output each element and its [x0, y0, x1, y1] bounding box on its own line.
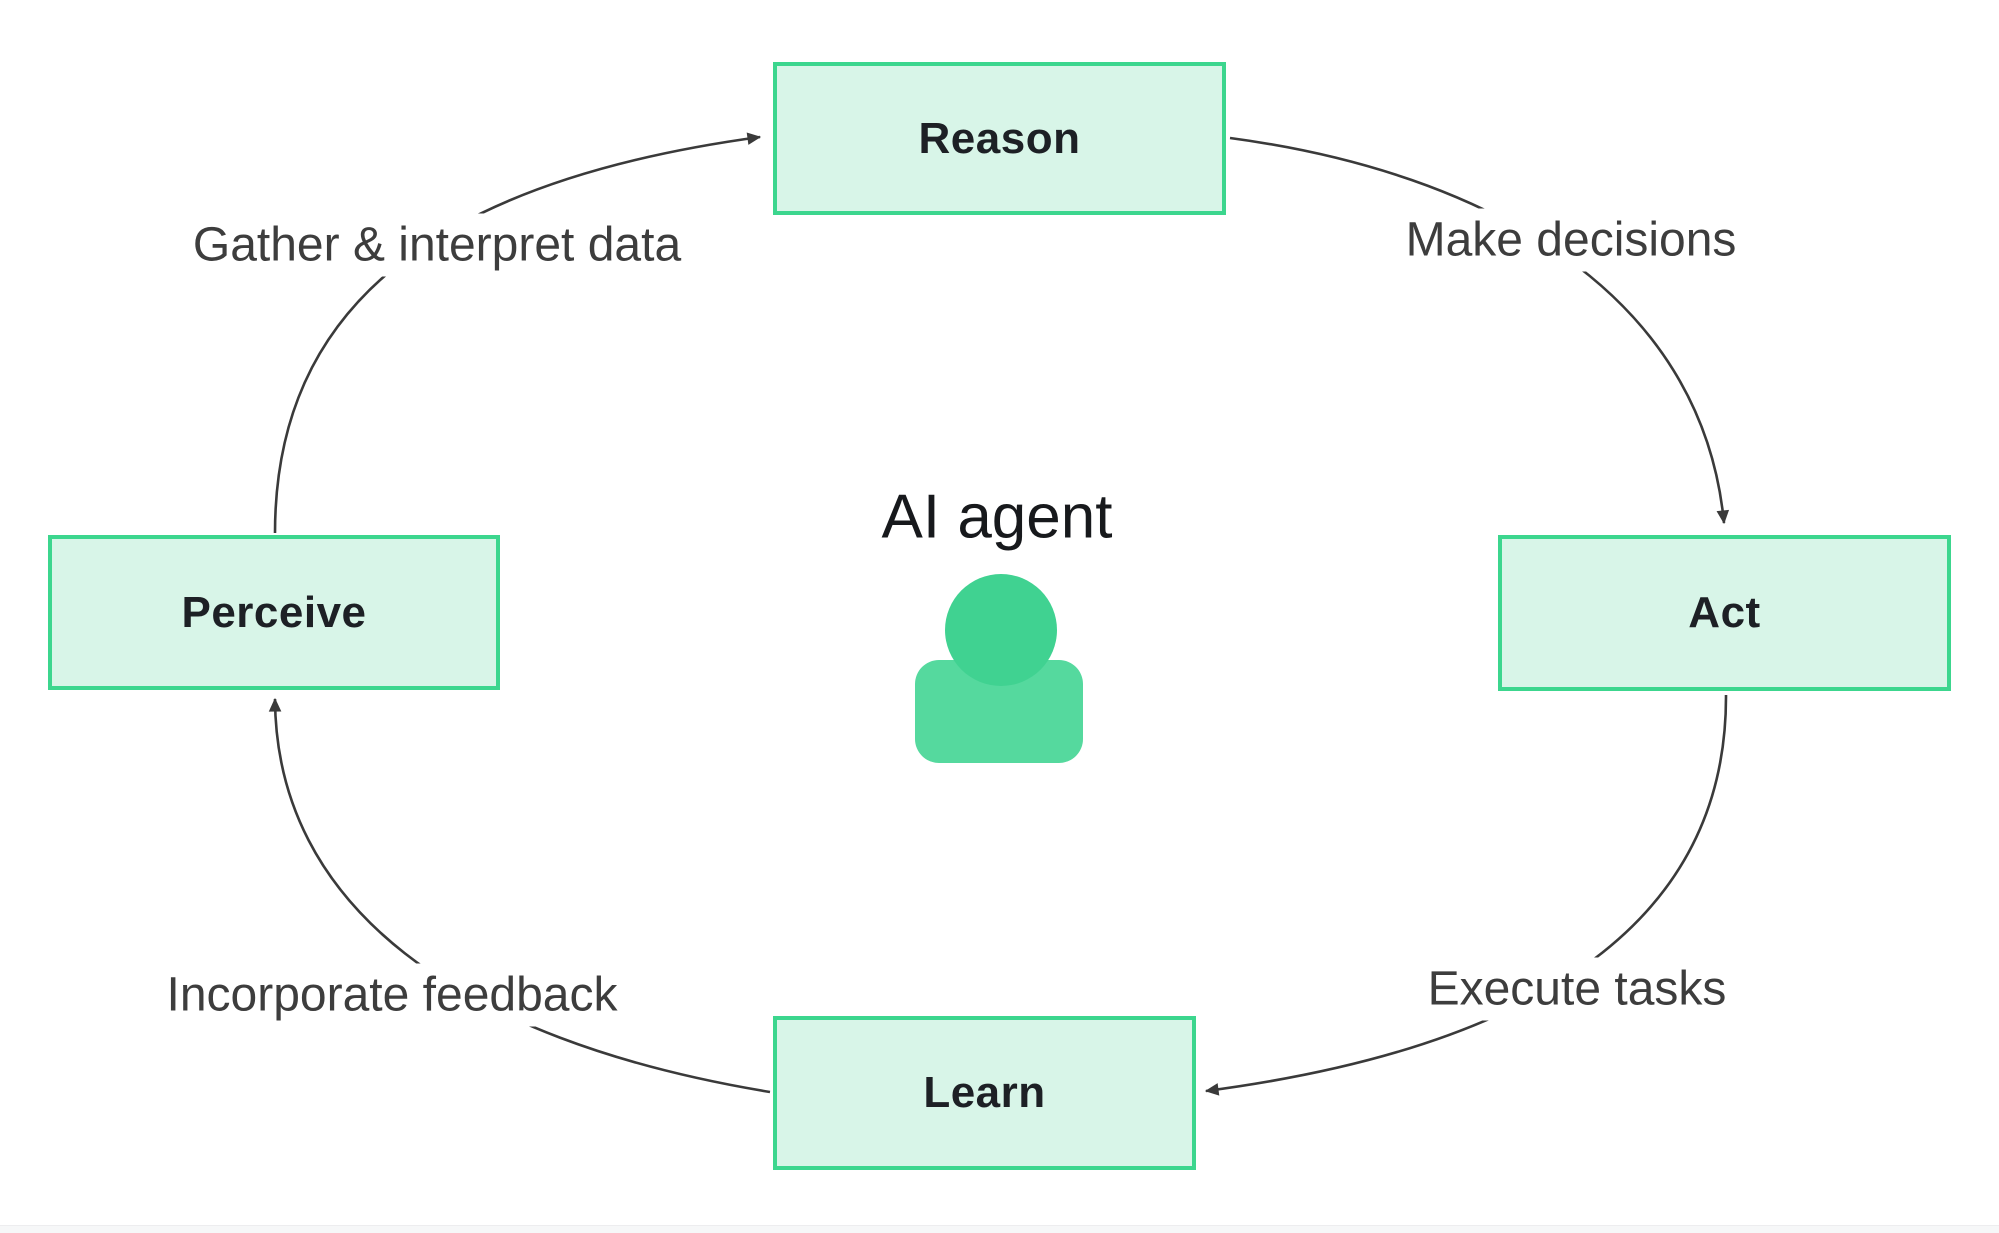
edge-label-gather-interpret-data: Gather & interpret data	[178, 213, 696, 277]
edge-perceive-to-reason	[273, 132, 762, 534]
person-icon	[915, 574, 1083, 764]
node-act: Act	[1498, 535, 1951, 691]
node-reason: Reason	[773, 62, 1226, 215]
edge-reason-to-act	[1229, 136, 1730, 525]
node-act-label: Act	[1688, 588, 1761, 637]
node-reason-label: Reason	[918, 113, 1081, 163]
edge-label-make-decisions: Make decisions	[1391, 208, 1751, 272]
edge-label-execute-tasks: Execute tasks	[1413, 957, 1741, 1021]
edge-act-to-learn	[1204, 694, 1728, 1096]
edge-learn-to-perceive	[268, 697, 771, 1094]
node-learn: Learn	[773, 1016, 1196, 1170]
person-head-icon	[945, 574, 1057, 686]
ai-agent-title: AI agent	[881, 482, 1113, 552]
edge-label-incorporate-feedback: Incorporate feedback	[152, 963, 632, 1027]
node-learn-label: Learn	[923, 1068, 1046, 1117]
node-perceive-label: Perceive	[181, 587, 367, 637]
node-perceive: Perceive	[48, 535, 500, 690]
bottom-divider	[0, 1225, 1999, 1233]
